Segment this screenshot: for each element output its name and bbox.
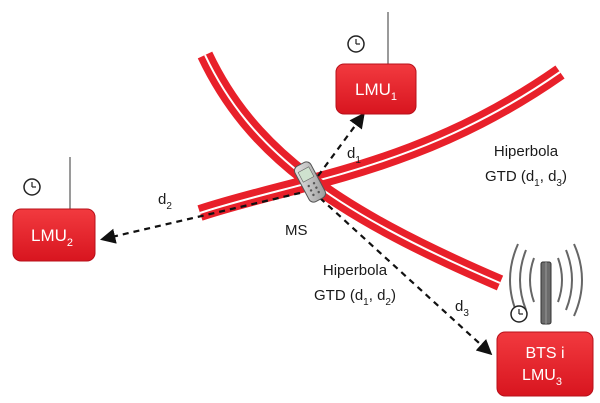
bts-tower-icon (540, 261, 552, 325)
lmu1-label: LMU1 (355, 80, 397, 103)
hyperbola-d1-d3-title: Hiperbola (494, 143, 559, 160)
clock-icon (510, 305, 528, 323)
distance-label-d2: d2 (158, 191, 172, 212)
lmu3-box (496, 331, 594, 397)
distance-arrow-d2 (100, 191, 301, 244)
hyperbola-d1-d2-formula: GTD (d1, d2) (314, 287, 396, 308)
distance-label-d3: d3 (455, 298, 469, 319)
clock-icon (23, 178, 41, 196)
distance-arrow-d1 (317, 112, 365, 177)
distance-label-d1: d1 (347, 145, 361, 166)
lmu1-station: LMU1 (335, 12, 417, 115)
phone-icon (293, 161, 327, 203)
hyperbola-d1-d3-formula: GTD (d1, d3) (485, 168, 567, 189)
lmu3-label: LMU3 (522, 367, 562, 388)
bts-label: BTS i (525, 345, 564, 362)
distance-arrow-d3 (319, 197, 493, 356)
lmu1-box (335, 63, 417, 115)
lmu2-station: LMU2 (12, 157, 96, 262)
mobile-station-label: MS (285, 222, 308, 239)
hyperbola-d1-d3-curve (197, 65, 565, 221)
clock-icon (347, 35, 365, 53)
hyperbola-d1-d2-title: Hiperbola (323, 262, 388, 279)
bts-lmu3-station: BTS i LMU3 (496, 243, 594, 397)
lmu2-label: LMU2 (31, 226, 73, 249)
lmu2-box (12, 208, 96, 262)
